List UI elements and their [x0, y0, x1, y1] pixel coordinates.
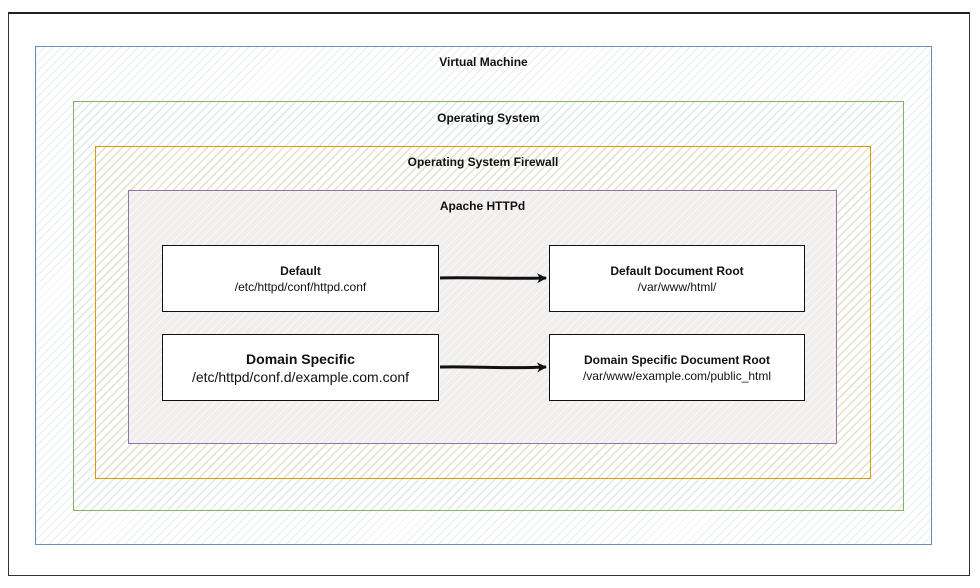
- default-root-node: Default Document Root /var/www/html/: [549, 245, 805, 312]
- default-config-path: /etc/httpd/conf/httpd.conf: [234, 279, 367, 294]
- default-config-to-root-arrow: [439, 273, 547, 284]
- domain-config-title: Domain Specific: [246, 350, 355, 367]
- apache-layer: Apache HTTPd: [128, 190, 837, 444]
- apache-title: Apache HTTPd: [439, 199, 526, 213]
- firewall-title: Operating System Firewall: [407, 155, 559, 169]
- domain-root-node: Domain Specific Document Root /var/www/e…: [549, 334, 805, 401]
- default-config-node: Default /etc/httpd/conf/httpd.conf: [162, 245, 439, 312]
- domain-root-title: Domain Specific Document Root: [583, 352, 771, 367]
- domain-config-node: Domain Specific /etc/httpd/conf.d/exampl…: [162, 334, 439, 401]
- domain-config-path: /etc/httpd/conf.d/example.com.conf: [191, 368, 410, 385]
- default-root-title: Default Document Root: [610, 263, 744, 278]
- domain-config-to-root-arrow: [439, 362, 547, 373]
- default-config-title: Default: [280, 263, 321, 278]
- operating-system-title: Operating System: [437, 111, 540, 125]
- virtual-machine-title: Virtual Machine: [439, 55, 528, 69]
- default-root-path: /var/www/html/: [637, 279, 717, 294]
- domain-root-path: /var/www/example.com/public_html: [582, 368, 772, 383]
